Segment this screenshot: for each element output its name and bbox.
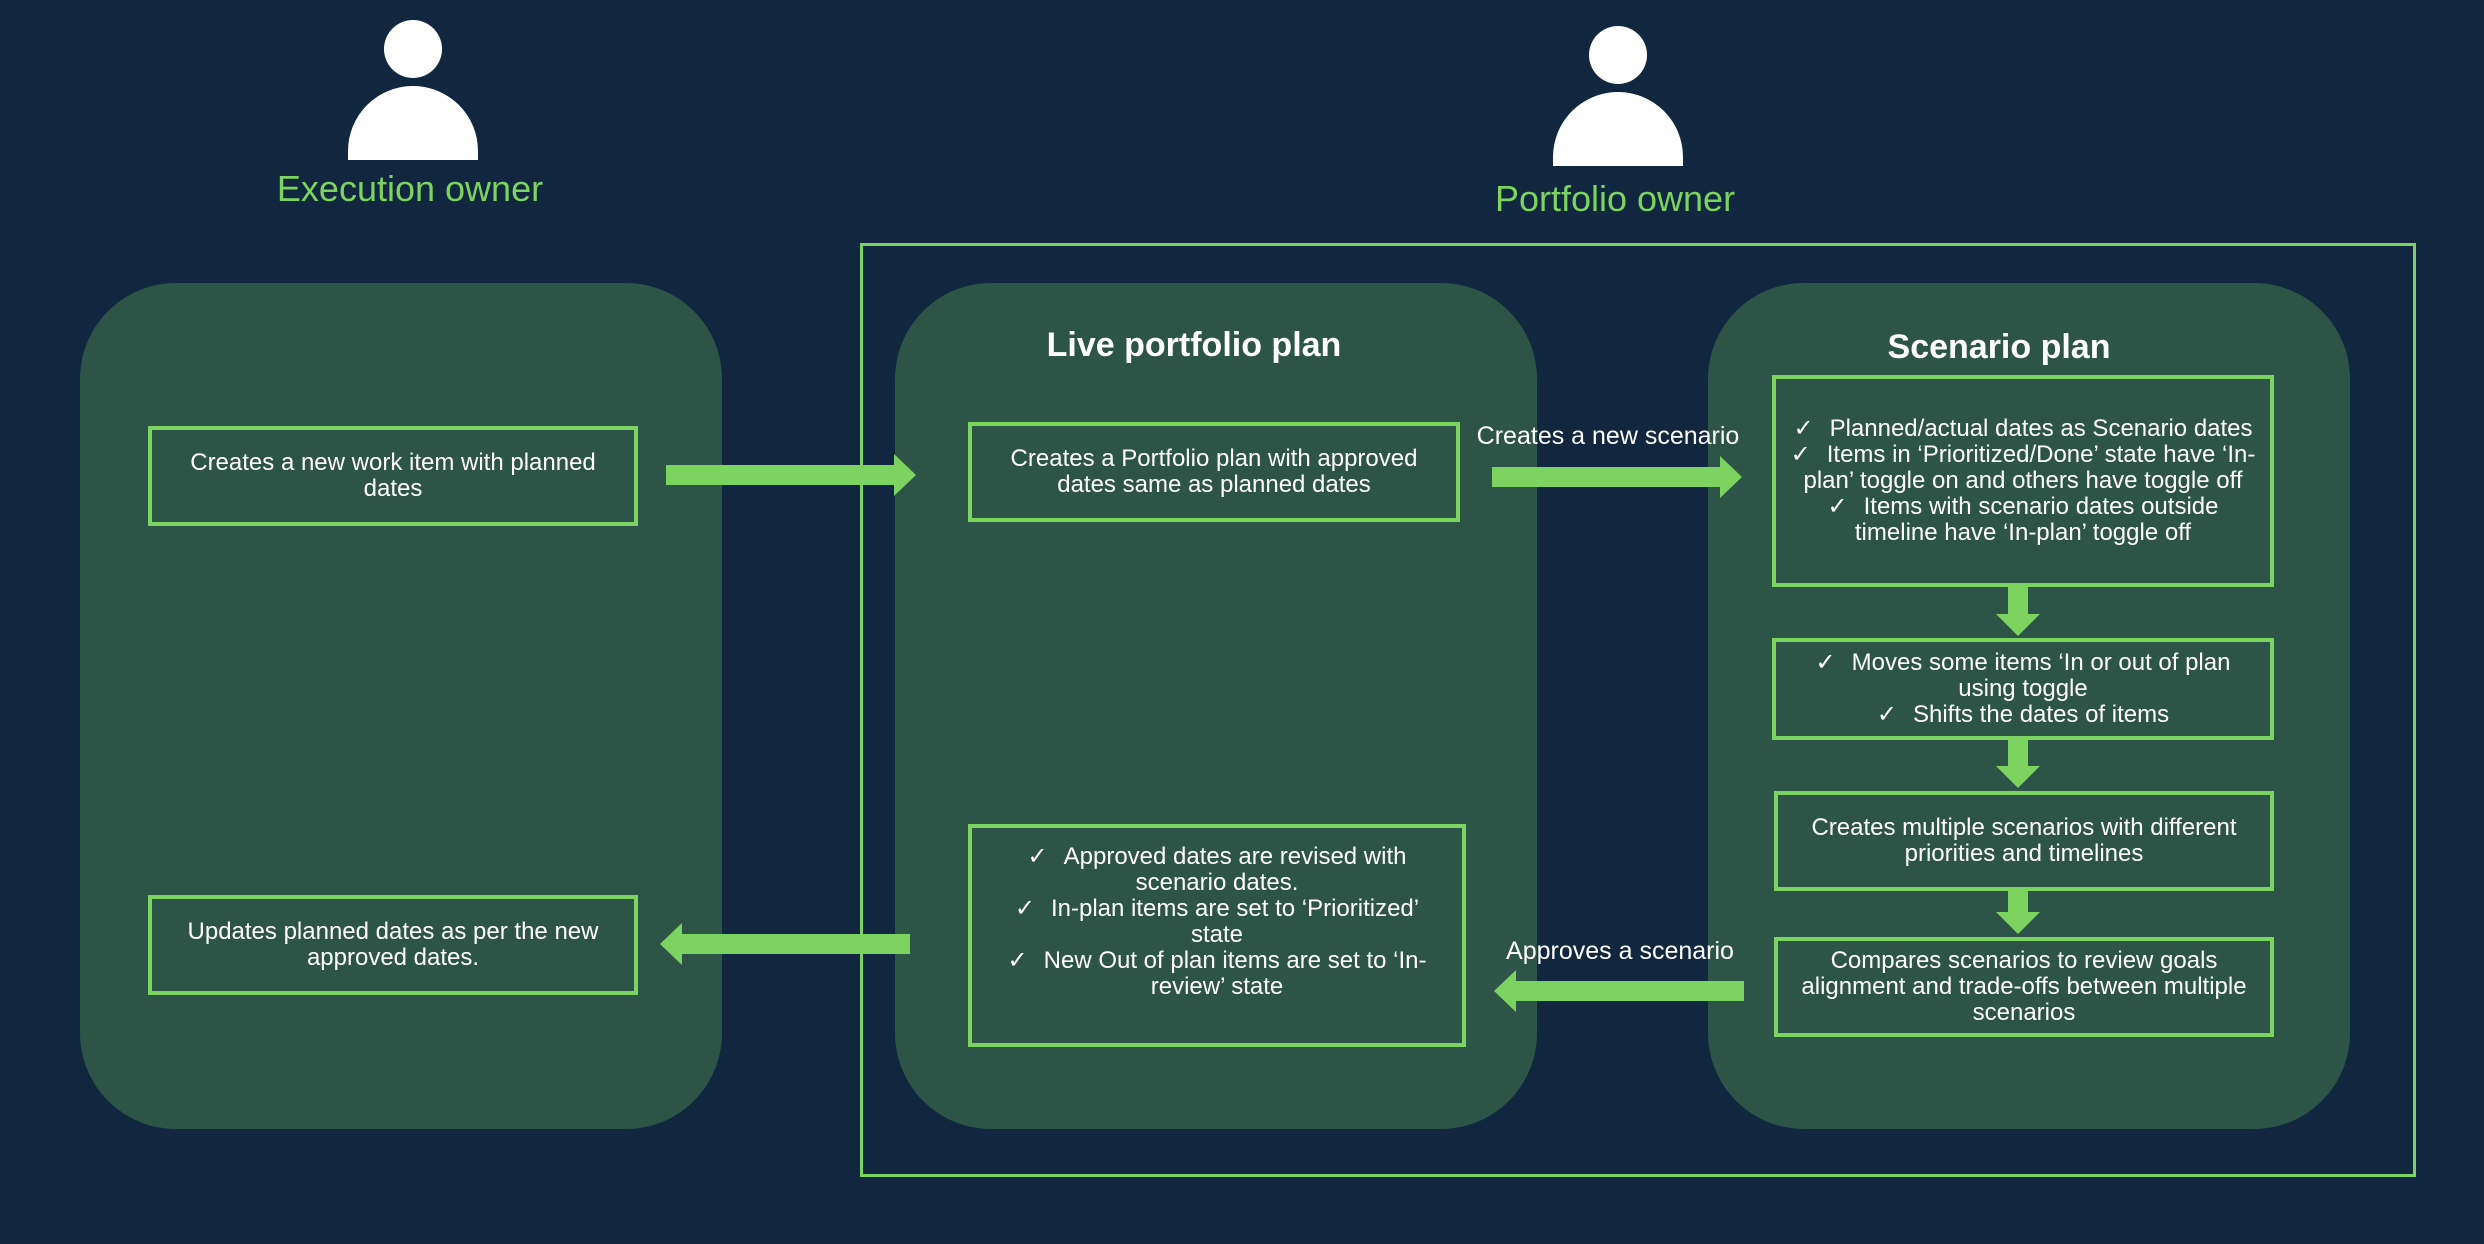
scenario-plan-title: Scenario plan bbox=[1887, 328, 2111, 366]
arrow-scenario-to-live bbox=[1494, 970, 1744, 1012]
arrow-down-3 bbox=[1996, 891, 2040, 934]
scenario-move-item: Moves some items ‘In or out of plan usin… bbox=[1790, 650, 2256, 702]
arrow-live-to-execution bbox=[660, 923, 910, 965]
new-scenario-arrow-label: Creates a new scenario bbox=[1476, 422, 1740, 450]
portfolio-owner-frame bbox=[860, 243, 2416, 1177]
update-planned-dates-text: Updates planned dates as per the new app… bbox=[187, 918, 599, 971]
scenario-default-item: Items with scenario dates outside timeli… bbox=[1790, 494, 2256, 546]
compare-scenarios-box: Compares scenarios to review goals align… bbox=[1774, 937, 2274, 1037]
create-work-item-box: Creates a new work item with planned dat… bbox=[148, 426, 638, 526]
multiple-scenarios-box: Creates multiple scenarios with differen… bbox=[1774, 791, 2274, 891]
live-portfolio-plan-title: Live portfolio plan bbox=[1046, 326, 1342, 364]
create-work-item-text: Creates a new work item with planned dat… bbox=[190, 449, 596, 502]
scenario-move-item: Shifts the dates of items bbox=[1790, 702, 2256, 728]
arrow-down-1 bbox=[1996, 587, 2040, 636]
execution-owner-person-icon bbox=[348, 20, 478, 160]
compare-scenarios-text: Compares scenarios to review goals align… bbox=[1801, 947, 2247, 1026]
arrow-down-2 bbox=[1996, 740, 2040, 788]
create-portfolio-plan-text: Creates a Portfolio plan with approved d… bbox=[1010, 445, 1418, 498]
arrow-create-to-live bbox=[666, 454, 916, 496]
approved-item: Approved dates are revised with scenario… bbox=[986, 844, 1448, 896]
update-planned-dates-box: Updates planned dates as per the new app… bbox=[148, 895, 638, 995]
portfolio-owner-label: Portfolio owner bbox=[1494, 178, 1736, 219]
approve-scenario-arrow-label: Approves a scenario bbox=[1506, 937, 1734, 965]
execution-owner-label: Execution owner bbox=[276, 168, 544, 209]
approved-dates-box: Approved dates are revised with scenario… bbox=[968, 824, 1466, 1047]
arrow-live-to-scenario bbox=[1492, 456, 1742, 498]
scenario-defaults-box: Planned/actual dates as Scenario dates I… bbox=[1772, 375, 2274, 587]
approved-item: New Out of plan items are set to ‘In-rev… bbox=[986, 948, 1448, 1000]
create-portfolio-plan-box: Creates a Portfolio plan with approved d… bbox=[968, 422, 1460, 522]
multiple-scenarios-text: Creates multiple scenarios with differen… bbox=[1811, 814, 2237, 867]
scenario-default-item: Items in ‘Prioritized/Done’ state have ‘… bbox=[1790, 442, 2256, 494]
scenario-default-item: Planned/actual dates as Scenario dates bbox=[1790, 416, 2256, 442]
execution-owner-panel bbox=[80, 283, 722, 1129]
portfolio-owner-person-icon bbox=[1553, 26, 1683, 166]
approved-item: In-plan items are set to ‘Prioritized’ s… bbox=[986, 896, 1448, 948]
scenario-moves-box: Moves some items ‘In or out of plan usin… bbox=[1772, 638, 2274, 740]
